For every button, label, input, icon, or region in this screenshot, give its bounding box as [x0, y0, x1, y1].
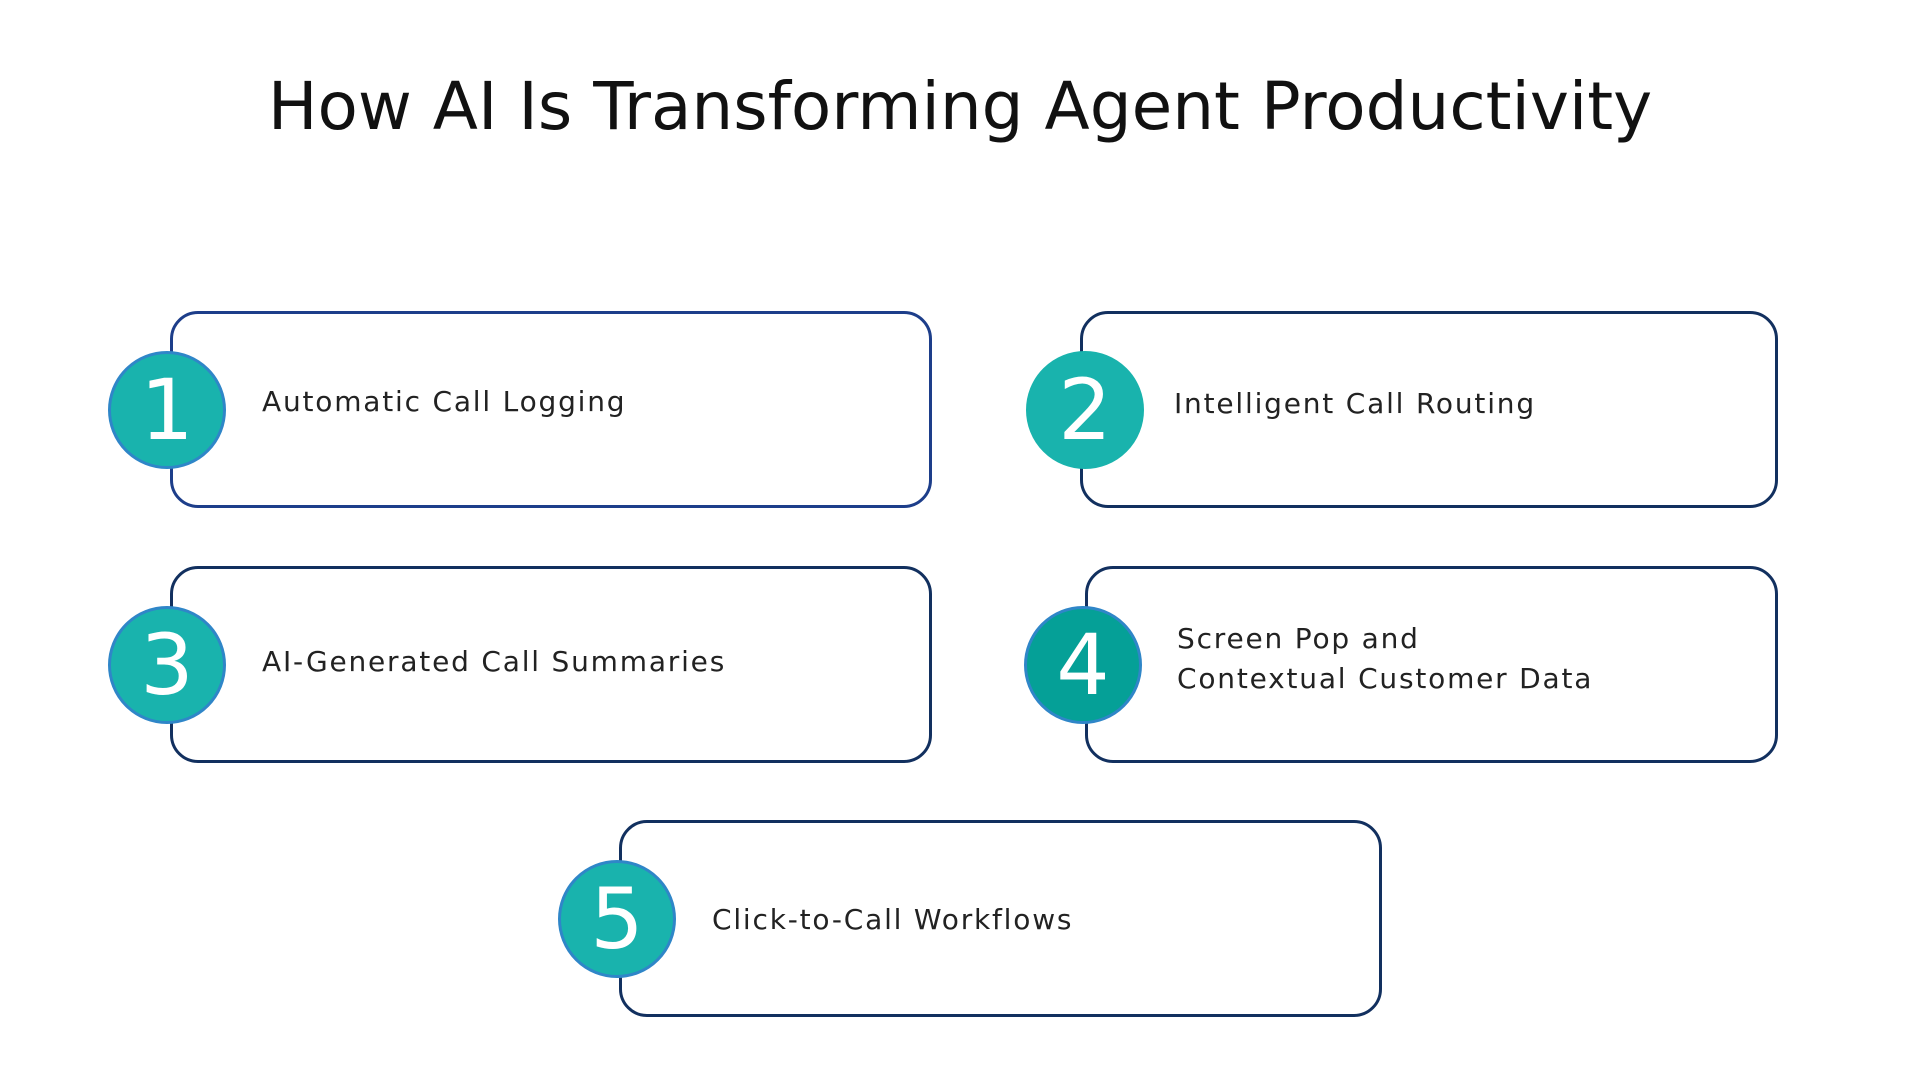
step-label-5: Click-to-Call Workflows	[712, 903, 1074, 936]
step-label-3: AI-Generated Call Summaries	[262, 645, 727, 678]
step-number-badge-4: 4	[1024, 606, 1142, 724]
step-number-badge-3: 3	[108, 606, 226, 724]
step-card-1	[170, 311, 932, 508]
step-card-4	[1085, 566, 1778, 763]
step-card-3	[170, 566, 932, 763]
step-number-badge-1: 1	[108, 351, 226, 469]
step-label-4: Screen Pop and Contextual Customer Data	[1177, 622, 1594, 695]
step-label-2: Intelligent Call Routing	[1174, 387, 1536, 420]
step-number-badge-5: 5	[558, 860, 676, 978]
page-title: How AI Is Transforming Agent Productivit…	[267, 68, 1653, 145]
step-number-badge-2: 2	[1026, 351, 1144, 469]
step-label-1: Automatic Call Logging	[262, 385, 627, 418]
step-card-2	[1080, 311, 1778, 508]
step-card-5	[619, 820, 1382, 1017]
